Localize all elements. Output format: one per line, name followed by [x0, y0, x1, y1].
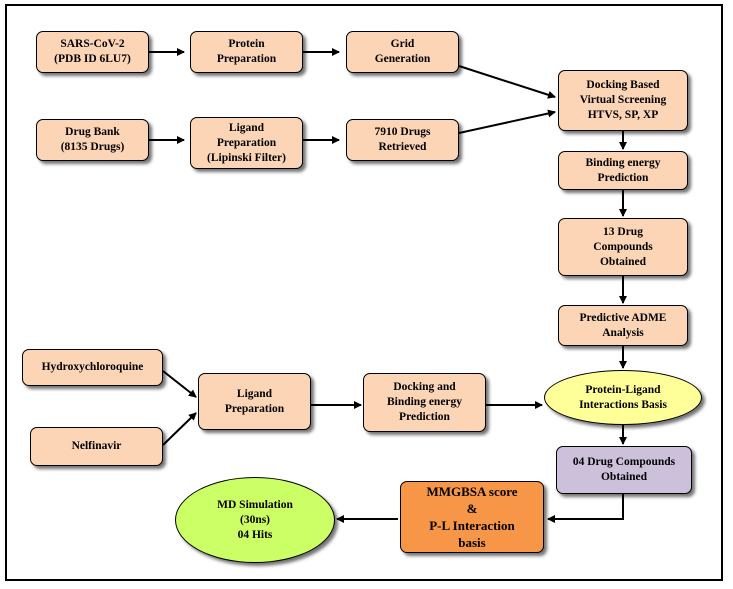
docking-binding-prediction-box: Docking and Binding energy Prediction — [363, 373, 486, 432]
arrow-hcq-to-ligand — [162, 370, 197, 398]
protein-ligand-interactions-ellipse: Protein-Ligand Interactions Basis — [544, 370, 702, 425]
ligand-preparation-box: Ligand Preparation — [198, 373, 311, 430]
arrow-nelfinavir-to-ligand — [162, 412, 197, 446]
drug-compounds-04-box: 04 Drug Compounds Obtained — [556, 446, 692, 494]
binding-energy-prediction-box: Binding energy Prediction — [558, 151, 688, 190]
drug-compounds-13-box: 13 Drug Compounds Obtained — [558, 218, 688, 276]
mmgbsa-score-box: MMGBSA score & P-L Interaction basis — [400, 481, 544, 553]
md-simulation-ellipse: MD Simulation (30ns) 04 Hits — [175, 477, 335, 563]
protein-preparation-box: Protein Preparation — [190, 31, 303, 73]
hydroxychloroquine-box: Hydroxychloroquine — [22, 349, 163, 386]
docking-virtual-screening-box: Docking Based Virtual Screening HTVS, SP… — [558, 70, 688, 131]
grid-generation-box: Grid Generation — [346, 31, 459, 73]
drugs-retrieved-box: 7910 Drugs Retrieved — [346, 119, 459, 161]
sars-cov2-box: SARS-CoV-2 (PDB ID 6LU7) — [36, 31, 149, 73]
predictive-adme-box: Predictive ADME Analysis — [558, 305, 688, 346]
drug-bank-box: Drug Bank (8135 Drugs) — [36, 119, 149, 161]
nelfinavir-box: Nelfinavir — [30, 427, 163, 466]
arrow-drug04-to-mmgbsa — [547, 494, 624, 523]
arrow-retrieved-to-docking — [458, 109, 556, 134]
arrow-grid-to-docking — [458, 65, 556, 99]
ligand-preparation-lipinski-box: Ligand Preparation (Lipinski Filter) — [190, 117, 303, 169]
